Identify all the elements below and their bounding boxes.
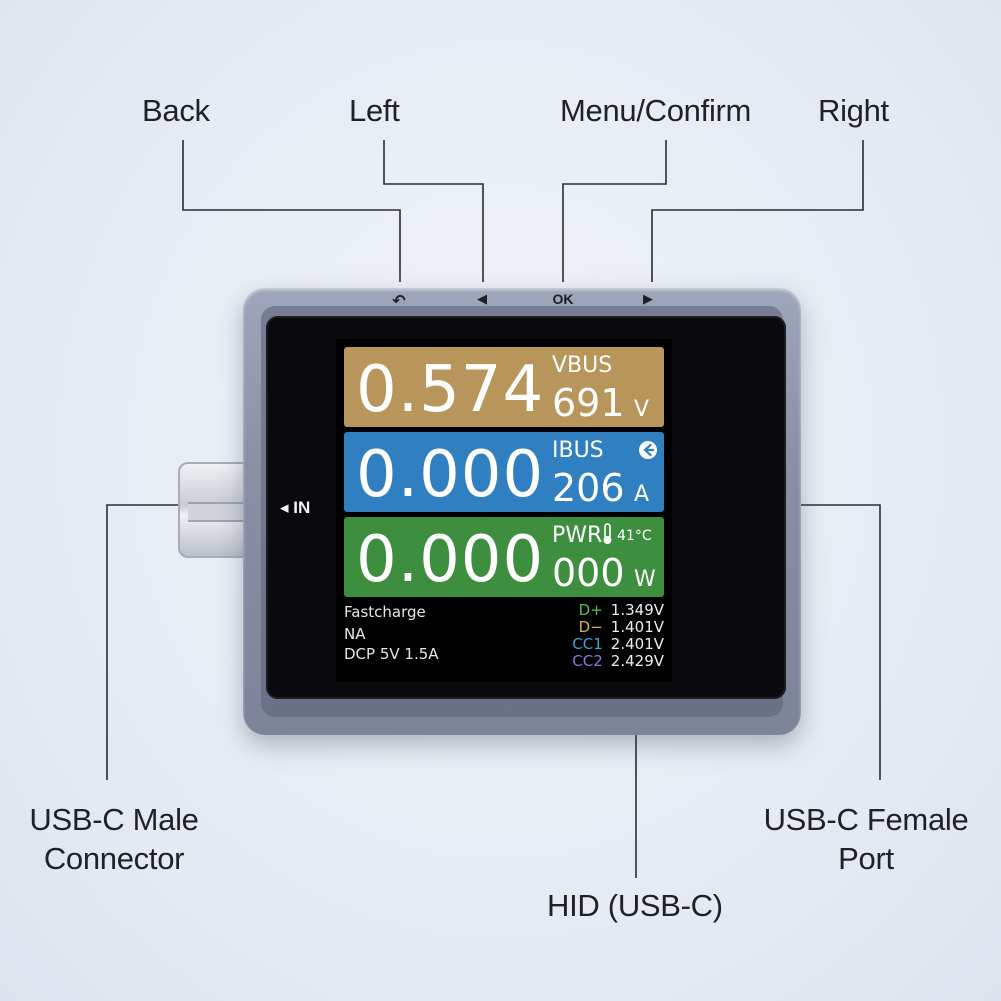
callout-usbc-male-line2: Connector [43, 841, 185, 876]
connector-slot [188, 502, 246, 522]
vbus-secondary-value: 691 [552, 381, 625, 425]
callout-usbc-male: USB-C Male Connector [24, 800, 204, 878]
ibus-panel: 0.000 IBUS 206 A [344, 432, 664, 512]
in-port-label: ◂ IN [280, 498, 311, 517]
fastcharge-label: Fastcharge [344, 603, 426, 621]
usbc-male-connector [178, 462, 250, 558]
back-button-icon[interactable]: ↶ [392, 293, 406, 310]
callout-left: Left [349, 93, 400, 128]
callout-menu-confirm: Menu/Confirm [560, 93, 752, 128]
ibus-main-value: 0.000 [356, 438, 545, 512]
line-name: D+ [578, 601, 603, 619]
vbus-panel: 0.574 VBUS 691 V [344, 347, 664, 427]
line-value: 1.401V [610, 618, 664, 636]
mode-value: DCP 5V 1.5A [344, 645, 439, 663]
line-value: 1.349V [610, 601, 664, 619]
ibus-unit: A [634, 482, 650, 507]
line-voltage-row: CC2 2.429V [566, 653, 664, 670]
line-value: 2.429V [610, 652, 664, 670]
callout-hid: HID (USB-C) [547, 888, 723, 923]
vbus-main-value: 0.574 [356, 353, 545, 427]
charge-info: Fastcharge NA DCP 5V 1.5A [344, 602, 439, 664]
pwr-tag: PWR [552, 523, 603, 548]
line-name: D− [578, 618, 603, 636]
thermometer-icon [603, 523, 612, 544]
vbus-tag: VBUS [552, 353, 613, 378]
callout-back: Back [142, 93, 210, 128]
callout-usbc-female: USB-C Female Port [760, 800, 972, 878]
pwr-unit: W [634, 567, 656, 592]
leader-right [651, 140, 864, 282]
ibus-tag: IBUS [552, 438, 604, 463]
arrow-left-circle-icon [639, 441, 657, 459]
pwr-secondary-value: 000 [552, 551, 625, 595]
callout-usbc-female-line1: USB-C Female [763, 802, 969, 837]
ibus-secondary-value: 206 [552, 466, 625, 510]
leader-back [182, 140, 401, 282]
leader-menu [562, 140, 667, 282]
line-name: CC2 [572, 652, 603, 670]
line-voltage-row: D− 1.401V [566, 619, 664, 636]
vbus-unit: V [634, 397, 650, 422]
callout-right: Right [818, 93, 889, 128]
leader-usbc-female [800, 504, 881, 780]
line-voltage-row: D+ 1.349V [566, 602, 664, 619]
line-voltages: D+ 1.349V D− 1.401V CC1 2.401V CC2 2.429V [566, 602, 664, 670]
protocol-value: NA [344, 625, 366, 643]
left-button-icon[interactable]: ◀ [477, 291, 487, 306]
pwr-panel: 0.000 PWR 41°C 000 W [344, 517, 664, 597]
line-voltage-row: CC1 2.401V [566, 636, 664, 653]
ok-button[interactable]: OK [552, 291, 574, 307]
line-value: 2.401V [610, 635, 664, 653]
right-button-icon[interactable]: ▶ [643, 291, 653, 306]
leader-left [383, 140, 484, 282]
callout-usbc-male-line1: USB-C Male [29, 802, 199, 837]
pwr-main-value: 0.000 [356, 523, 545, 597]
callout-usbc-female-line2: Port [838, 841, 894, 876]
pwr-temperature: 41°C [617, 528, 652, 544]
leader-usbc-male [106, 504, 178, 780]
line-name: CC1 [572, 635, 603, 653]
lcd-screen: 0.574 VBUS 691 V 0.000 IBUS 206 A 0.000 … [336, 339, 672, 682]
